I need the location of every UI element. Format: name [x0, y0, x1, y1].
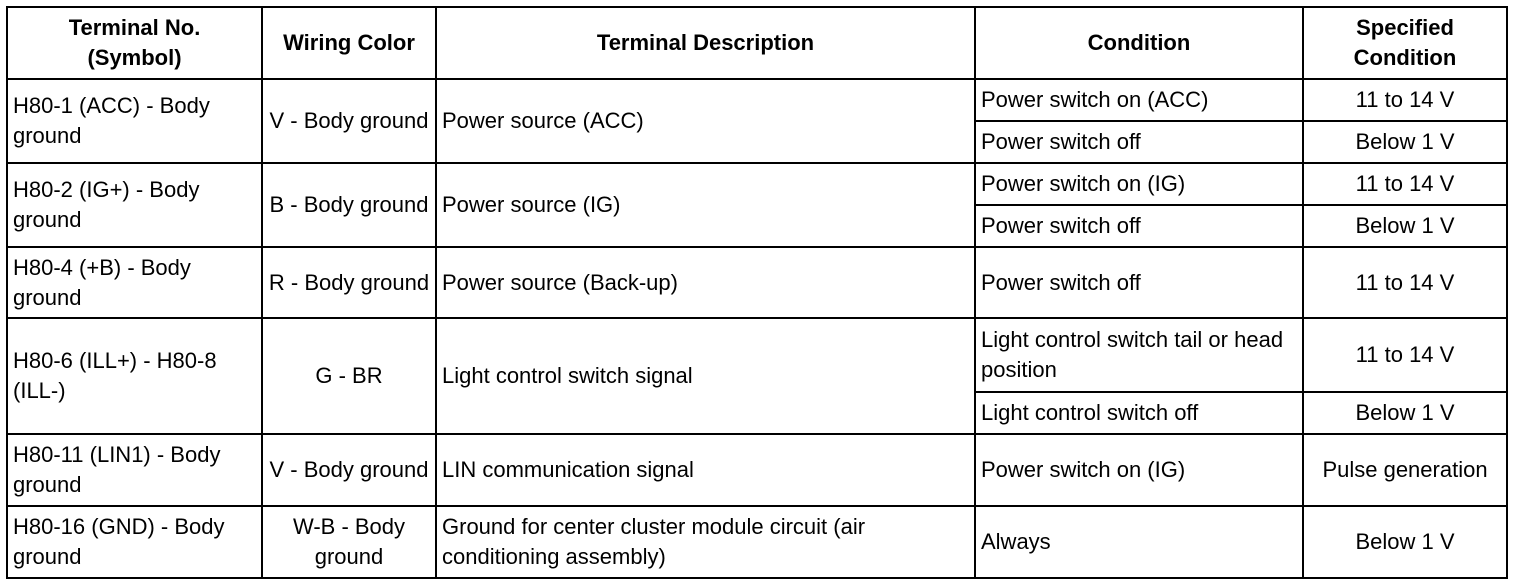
specified-condition-cell: 11 to 14 V	[1302, 317, 1508, 393]
header-wiring-color-label: Wiring Color	[283, 30, 415, 55]
terminal-cell: H80-2 (IG+) - Body ground	[6, 162, 263, 248]
header-terminal-no: Terminal No. (Symbol)	[6, 6, 263, 80]
header-terminal-description-label: Terminal Description	[596, 30, 815, 55]
condition-cell: Power switch on (IG)	[974, 433, 1304, 507]
table-row: H80-4 (+B) - Body ground R - Body ground…	[6, 246, 1508, 319]
table-row: H80-11 (LIN1) - Body ground V - Body gro…	[6, 433, 1508, 507]
description-cell: Power source (IG)	[435, 162, 976, 248]
specified-condition-cell: Below 1 V	[1302, 505, 1508, 579]
header-row: Terminal No. (Symbol) Wiring Color Termi…	[6, 6, 1508, 80]
wiring-color-cell: G - BR	[261, 317, 437, 435]
description-cell: Power source (ACC)	[435, 78, 976, 164]
specified-condition-cell: 11 to 14 V	[1302, 78, 1508, 122]
condition-cell: Light control switch tail or head positi…	[974, 317, 1304, 393]
specified-condition-cell: Below 1 V	[1302, 120, 1508, 164]
wiring-color-cell: V - Body ground	[261, 433, 437, 507]
description-cell: LIN communication signal	[435, 433, 976, 507]
header-specified-condition: Specified Condition	[1302, 6, 1508, 80]
terminal-cell: H80-11 (LIN1) - Body ground	[6, 433, 263, 507]
wiring-color-cell: W-B - Body ground	[261, 505, 437, 579]
header-specified-condition-line1: Specified	[1356, 15, 1454, 40]
condition-cell: Power switch off	[974, 120, 1304, 164]
specified-condition-cell: Pulse generation	[1302, 433, 1508, 507]
terminal-cell: H80-16 (GND) - Body ground	[6, 505, 263, 579]
terminal-table-container: Terminal No. (Symbol) Wiring Color Termi…	[6, 6, 1508, 579]
header-wiring-color: Wiring Color	[261, 6, 437, 80]
condition-cell: Power switch off	[974, 246, 1304, 319]
table-row: H80-16 (GND) - Body ground W-B - Body gr…	[6, 505, 1508, 579]
condition-cell: Always	[974, 505, 1304, 579]
header-condition-label: Condition	[1087, 30, 1191, 55]
table-row: Power switch off Below 1 V	[7, 204, 1508, 248]
table-row: H80-1 (ACC) - Body ground V - Body groun…	[6, 78, 1508, 164]
table-row: H80-6 (ILL+) - H80-8 (ILL-) G - BR Light…	[6, 317, 1508, 435]
header-terminal-description: Terminal Description	[435, 6, 976, 80]
table-row: Light control switch off Below 1 V	[7, 391, 1508, 435]
terminal-cell: H80-1 (ACC) - Body ground	[6, 78, 263, 164]
description-cell: Light control switch signal	[435, 317, 976, 435]
terminal-cell: H80-4 (+B) - Body ground	[6, 246, 263, 319]
header-terminal-no-line2: (Symbol)	[87, 45, 182, 70]
terminal-cell: H80-6 (ILL+) - H80-8 (ILL-)	[6, 317, 263, 435]
table-row: H80-2 (IG+) - Body ground B - Body groun…	[6, 162, 1508, 248]
condition-cell: Light control switch off	[974, 391, 1304, 435]
wiring-color-cell: B - Body ground	[261, 162, 437, 248]
specified-condition-cell: 11 to 14 V	[1302, 162, 1508, 206]
terminal-specification-table: Terminal No. (Symbol) Wiring Color Termi…	[6, 6, 1508, 579]
table-row: Power switch off Below 1 V	[7, 120, 1508, 164]
description-cell: Ground for center cluster module circuit…	[435, 505, 976, 579]
condition-cell: Power switch on (ACC)	[974, 78, 1304, 122]
header-specified-condition-line2: Condition	[1353, 45, 1457, 70]
wiring-color-cell: R - Body ground	[261, 246, 437, 319]
wiring-color-cell: V - Body ground	[261, 78, 437, 164]
specified-condition-cell: Below 1 V	[1302, 391, 1508, 435]
description-cell: Power source (Back-up)	[435, 246, 976, 319]
header-condition: Condition	[974, 6, 1304, 80]
specified-condition-cell: 11 to 14 V	[1302, 246, 1508, 319]
condition-cell: Power switch off	[974, 204, 1304, 248]
specified-condition-cell: Below 1 V	[1302, 204, 1508, 248]
condition-cell: Power switch on (IG)	[974, 162, 1304, 206]
header-terminal-no-line1: Terminal No.	[68, 15, 201, 40]
